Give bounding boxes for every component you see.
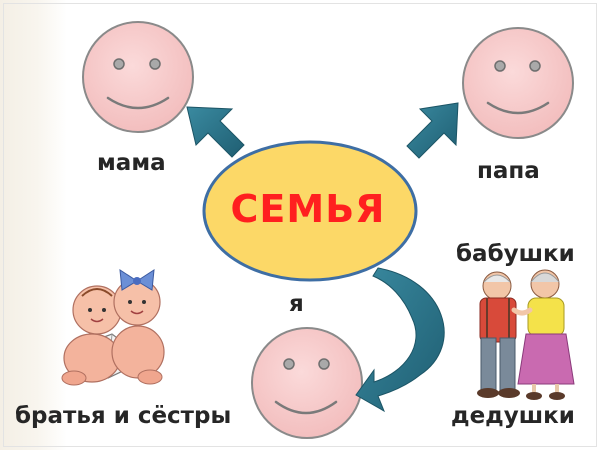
smiley-face-icon xyxy=(462,27,574,139)
arrow-up-left-icon xyxy=(186,106,245,158)
arrow-up-right-icon xyxy=(406,102,459,159)
label-grandmothers: бабушки xyxy=(456,241,575,267)
smiley-face-icon xyxy=(82,21,194,133)
center-title: СЕМЬЯ xyxy=(230,187,386,231)
label-grandfathers: дедушки xyxy=(451,403,575,429)
curved-arrow-icon xyxy=(355,267,445,413)
label-siblings: братья и сёстры xyxy=(15,403,232,429)
smiley-face-icon xyxy=(251,327,363,439)
twin-babies-illustration xyxy=(61,269,165,386)
decorative-side-strip xyxy=(0,0,67,450)
center-ellipse xyxy=(202,140,418,282)
label-mama: мама xyxy=(97,150,166,176)
label-papa: папа xyxy=(477,158,540,184)
elderly-couple-illustration xyxy=(477,269,575,400)
label-self: я xyxy=(289,291,304,317)
